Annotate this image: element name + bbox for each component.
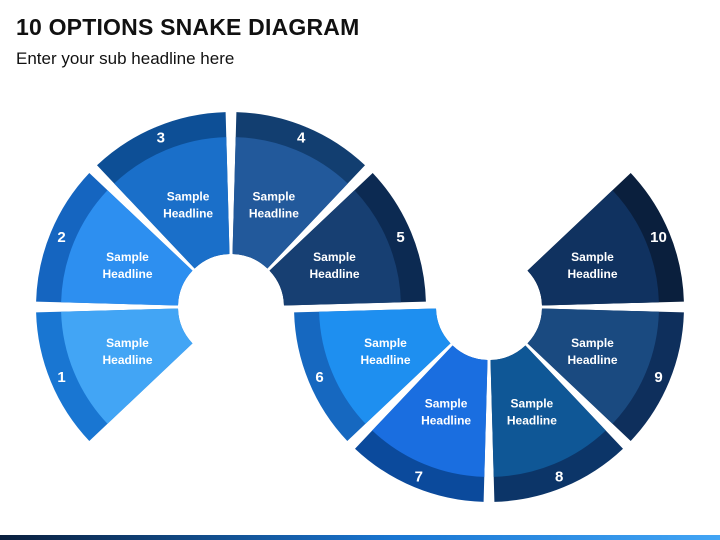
- segment-number: 1: [57, 369, 65, 386]
- segment-inner-fill: [319, 308, 451, 424]
- segment-label-line2: Headline: [421, 414, 471, 428]
- segment-label-line2: Headline: [567, 267, 617, 281]
- segment-label-line2: Headline: [102, 353, 152, 367]
- segment-number: 6: [315, 369, 323, 386]
- segment-inner-fill: [232, 137, 348, 269]
- segment-label-line1: Sample: [106, 336, 149, 350]
- segment-label-line1: Sample: [364, 336, 407, 350]
- segment-inner-fill: [61, 190, 193, 306]
- segment-label-line2: Headline: [567, 353, 617, 367]
- segment-number: 7: [415, 469, 423, 486]
- segment-label-line2: Headline: [102, 267, 152, 281]
- segment-inner-fill: [269, 190, 401, 306]
- segment-number: 3: [157, 130, 165, 147]
- bottom-accent-bar: [0, 535, 720, 540]
- segment-number: 9: [654, 369, 662, 386]
- segment-label-line1: Sample: [167, 190, 210, 204]
- segment-label-line1: Sample: [106, 250, 149, 264]
- segment-inner-fill: [527, 190, 659, 306]
- segment-inner-fill: [114, 137, 230, 269]
- segment-number: 5: [396, 229, 404, 246]
- segment-label-line2: Headline: [309, 267, 359, 281]
- segment-number: 10: [650, 229, 667, 246]
- segment-label-line2: Headline: [507, 414, 557, 428]
- page-subtitle: Enter your sub headline here: [16, 49, 235, 68]
- segment-label-line2: Headline: [163, 207, 213, 221]
- page-title: 10 OPTIONS SNAKE DIAGRAM: [16, 14, 360, 40]
- segment-number: 4: [297, 130, 306, 147]
- segment-label-line1: Sample: [571, 336, 614, 350]
- segment-label-line1: Sample: [313, 250, 356, 264]
- segment-number: 8: [555, 469, 563, 486]
- segment-inner-fill: [61, 308, 193, 424]
- segment-label-line1: Sample: [425, 397, 468, 411]
- segment-label-line2: Headline: [249, 207, 299, 221]
- segment-label-line1: Sample: [571, 250, 614, 264]
- segment-label-line1: Sample: [511, 397, 554, 411]
- segment-number: 2: [57, 229, 65, 246]
- segment-label-line1: Sample: [253, 190, 296, 204]
- segment-inner-fill: [490, 345, 606, 477]
- segment-inner-fill: [527, 308, 659, 424]
- segment-label-line2: Headline: [360, 353, 410, 367]
- segment-inner-fill: [372, 345, 488, 477]
